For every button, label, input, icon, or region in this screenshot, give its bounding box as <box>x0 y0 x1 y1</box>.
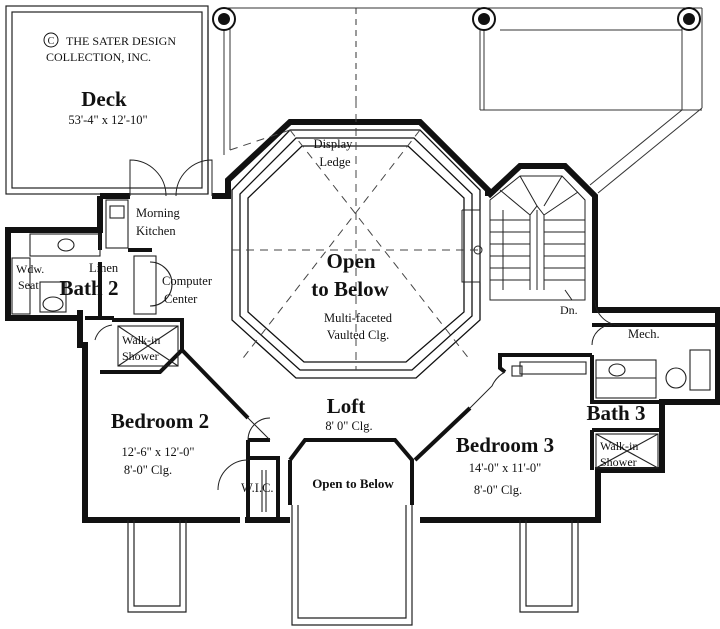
copyright-notice: C THE SATER DESIGN COLLECTION, INC. <box>43 32 176 64</box>
bath2-shower-label-1: Walk-in <box>122 333 160 347</box>
loft-ceiling: 8' 0" Clg. <box>325 419 372 433</box>
computer-center-label-1: Computer <box>162 274 213 288</box>
staircase <box>461 175 586 301</box>
computer-center-label-2: Center <box>164 292 198 306</box>
roof-terrace-lines <box>223 7 703 194</box>
bedroom3-dimensions: 14'-0" x 11'-0" <box>469 461 542 475</box>
loft-label: Loft <box>327 394 366 418</box>
bedroom2-ceiling: 8'-0" Clg. <box>124 463 172 477</box>
linen-label: Linen <box>89 261 119 275</box>
bedroom3-label: Bedroom 3 <box>456 433 554 457</box>
window-seat-label-2: Seat <box>18 278 39 292</box>
bath3-shower-label-1: Walk-in <box>600 439 638 453</box>
columns <box>212 7 701 31</box>
octagon-dashed-lines <box>229 100 480 370</box>
open-to-below-label-1: Open <box>326 249 375 273</box>
stairs-down-label: Dn. <box>560 303 578 317</box>
bath2-label: Bath 2 <box>60 276 119 300</box>
bedroom3-ceiling: 8'-0" Clg. <box>474 483 522 497</box>
window-seat-label-1: Wdw. <box>16 262 44 276</box>
column-icon <box>677 7 701 31</box>
fixtures <box>11 199 711 512</box>
open-to-below-small-label: Open to Below <box>312 476 394 491</box>
morning-kitchen-label-2: Kitchen <box>136 224 176 238</box>
door-swings <box>94 159 621 491</box>
copyright-symbol: C <box>48 36 55 47</box>
lower-extensions <box>127 505 579 626</box>
mech-label: Mech. <box>628 327 660 341</box>
bath3-shower-label-2: Shower <box>600 455 637 469</box>
deck-label: Deck <box>81 87 127 111</box>
bath3-label: Bath 3 <box>587 401 646 425</box>
bedroom2-label: Bedroom 2 <box>111 409 209 433</box>
column-icon <box>472 7 496 31</box>
display-ledge-label-2: Ledge <box>319 155 351 169</box>
vaulted-ceiling-note-1: Multi-faceted <box>324 311 393 325</box>
display-ledge-label-1: Display <box>314 137 354 151</box>
exterior-walls <box>5 119 720 523</box>
copyright-line-2: COLLECTION, INC. <box>46 50 151 64</box>
deck-dimensions: 53'-4" x 12'-10" <box>68 113 147 127</box>
copyright-line-1: THE SATER DESIGN <box>66 34 176 48</box>
column-icon <box>212 7 236 31</box>
bath2-shower-label-2: Shower <box>122 349 159 363</box>
interior-walls <box>85 230 718 520</box>
morning-kitchen-label-1: Morning <box>136 206 181 220</box>
vaulted-ceiling-note-2: Vaulted Clg. <box>327 328 390 342</box>
octagon-gallery <box>231 129 481 379</box>
open-to-below-label-2: to Below <box>311 277 389 301</box>
wic-label: W.I.C. <box>241 481 274 495</box>
bedroom2-dimensions: 12'-6" x 12'-0" <box>121 445 194 459</box>
